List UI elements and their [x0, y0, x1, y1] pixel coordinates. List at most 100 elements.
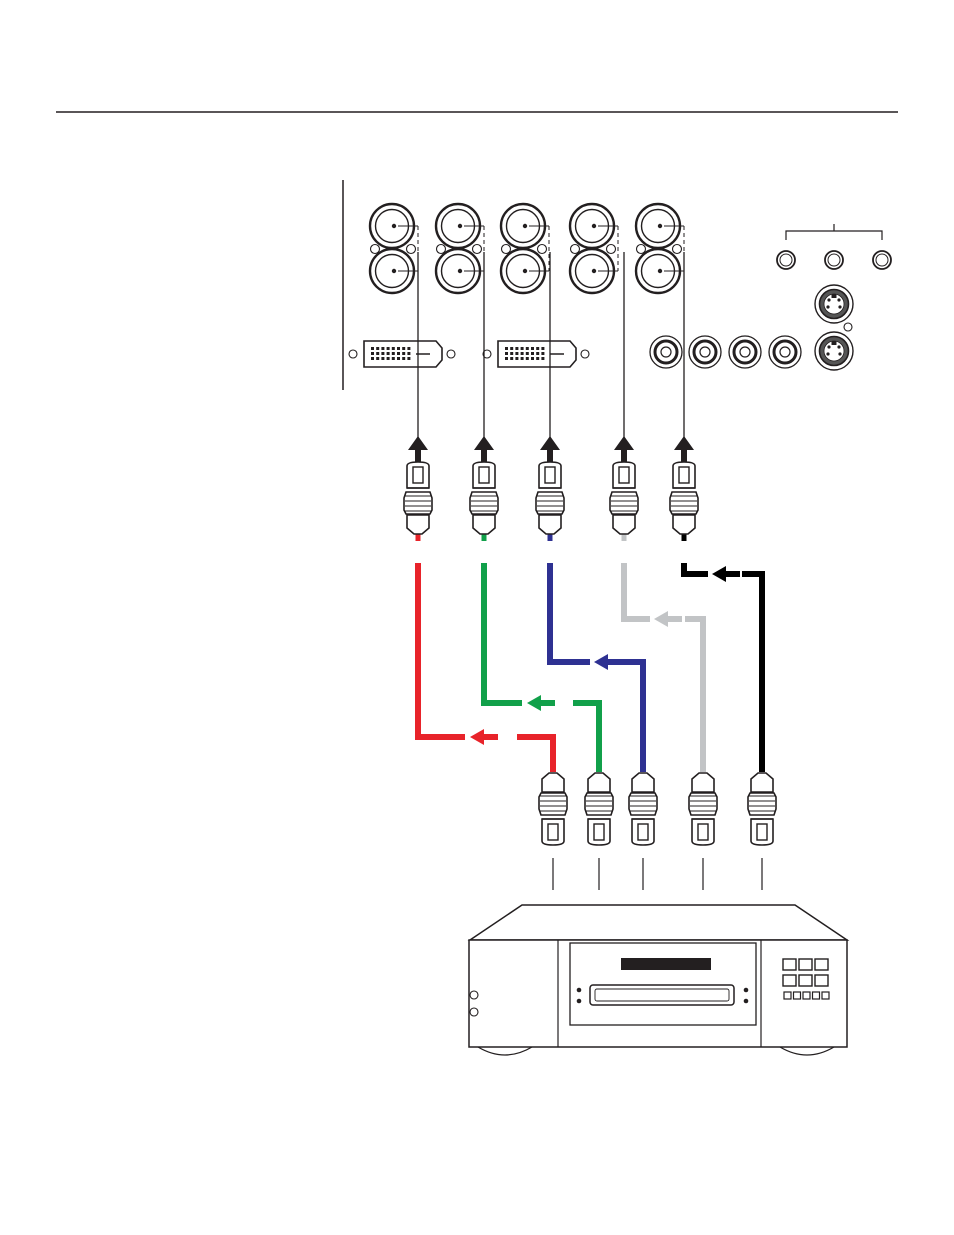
device-button-icon — [799, 959, 812, 970]
dvi-pin — [536, 352, 539, 355]
dvi-pin — [510, 357, 513, 360]
svideo-pin — [838, 352, 841, 355]
tray-indicator-icon — [744, 988, 749, 993]
dvi-pin — [397, 352, 400, 355]
upper-connection — [610, 252, 638, 534]
cable-arrow-icon — [654, 611, 682, 627]
dvi-pin — [526, 352, 529, 355]
device-foot-left — [478, 1047, 532, 1055]
plug-pin-sleeve — [757, 824, 767, 840]
jack-screw-icon — [637, 245, 646, 254]
dvi-pin — [376, 352, 379, 355]
cable-left-segment — [550, 563, 590, 662]
dvi-pin — [381, 357, 384, 360]
device-small-button-icon — [784, 992, 791, 999]
cable-right-segment — [573, 703, 599, 772]
audio-jack-icon — [777, 251, 795, 269]
jack-screw-icon — [371, 245, 380, 254]
dvi-pin — [515, 352, 518, 355]
bnc-jack-pin — [458, 224, 462, 228]
dvi-pin — [536, 347, 539, 350]
dvi-pin — [381, 347, 384, 350]
svideo-pin — [837, 345, 840, 348]
gray-cable — [624, 532, 703, 772]
bnc-input-row — [370, 204, 684, 293]
up-arrow-icon — [674, 436, 694, 463]
cable-left-segment — [684, 563, 708, 574]
audio-input-group — [777, 224, 891, 269]
device-button-icon — [783, 975, 796, 986]
dvi-pin — [392, 357, 395, 360]
plug-pin-sleeve — [479, 467, 489, 483]
device-button-icon — [783, 959, 796, 970]
source-device — [469, 905, 847, 1055]
dvi-pin — [371, 347, 374, 350]
dvi-pin — [387, 352, 390, 355]
device-button-icon — [815, 959, 828, 970]
bnc-jack-pin — [592, 224, 596, 228]
lower-connection — [748, 773, 776, 890]
upper-connection — [670, 252, 698, 534]
lower-connection — [629, 773, 657, 890]
lower-plug-group — [539, 773, 776, 890]
dvi-pin — [397, 357, 400, 360]
lower-connection — [689, 773, 717, 890]
bnc-jack-pin — [458, 269, 462, 273]
svideo-port-icon — [815, 332, 853, 370]
lower-connection — [539, 773, 567, 890]
rca-jack-icon — [650, 336, 682, 368]
cable-arrow-icon — [712, 566, 740, 582]
plug-pin-sleeve — [545, 467, 555, 483]
dvi-pin — [402, 347, 405, 350]
bnc-plug-icon — [404, 462, 432, 534]
dvi-pin — [521, 347, 524, 350]
svideo-pin — [838, 305, 841, 308]
rca-center — [661, 347, 671, 357]
svideo-input-group — [815, 285, 853, 370]
disc-tray-bay — [570, 943, 756, 1025]
cable-left-segment — [484, 563, 522, 703]
bnc-plug-icon — [670, 462, 698, 534]
svideo-port-icon — [815, 285, 853, 323]
cable-arrow-icon — [470, 729, 498, 745]
svideo-pin — [837, 298, 840, 301]
dvi-pin — [407, 357, 410, 360]
upper-plug-group — [404, 252, 698, 534]
rca-jack-icon — [729, 336, 761, 368]
tray-indicator-icon — [577, 999, 582, 1004]
plug-pin-sleeve — [413, 467, 423, 483]
bnc-jack-pair — [501, 204, 549, 293]
audio-jack-icon — [873, 251, 891, 269]
plug-boot — [588, 773, 610, 792]
dvi-pin — [541, 357, 544, 360]
dvi-pin — [392, 352, 395, 355]
cable-right-segment — [685, 619, 703, 772]
plug-boot — [473, 515, 495, 534]
up-arrow-icon — [474, 436, 494, 463]
plug-boot — [613, 515, 635, 534]
cable-right-segment — [742, 574, 762, 772]
bnc-jack-pin — [523, 269, 527, 273]
device-small-button-icon — [794, 992, 801, 999]
dvi-pin — [402, 352, 405, 355]
plug-boot — [673, 515, 695, 534]
dvi-pin — [515, 347, 518, 350]
device-indicator-icon — [470, 991, 478, 999]
dvi-screw-icon — [349, 350, 357, 358]
dvi-input-group — [349, 341, 589, 367]
display-window — [621, 958, 711, 970]
bnc-plug-icon — [689, 773, 717, 845]
dvi-pin — [531, 357, 534, 360]
bnc-jack-pin — [658, 224, 662, 228]
dvi-pin — [526, 357, 529, 360]
cable-arrow-icon — [527, 695, 555, 711]
rca-center — [740, 347, 750, 357]
dvi-pin — [521, 352, 524, 355]
audio-bracket — [786, 224, 882, 240]
plug-boot — [407, 515, 429, 534]
dvi-pin — [510, 352, 513, 355]
bnc-jack-pair — [370, 204, 418, 293]
dvi-pin — [531, 347, 534, 350]
svideo-pin — [827, 298, 830, 301]
